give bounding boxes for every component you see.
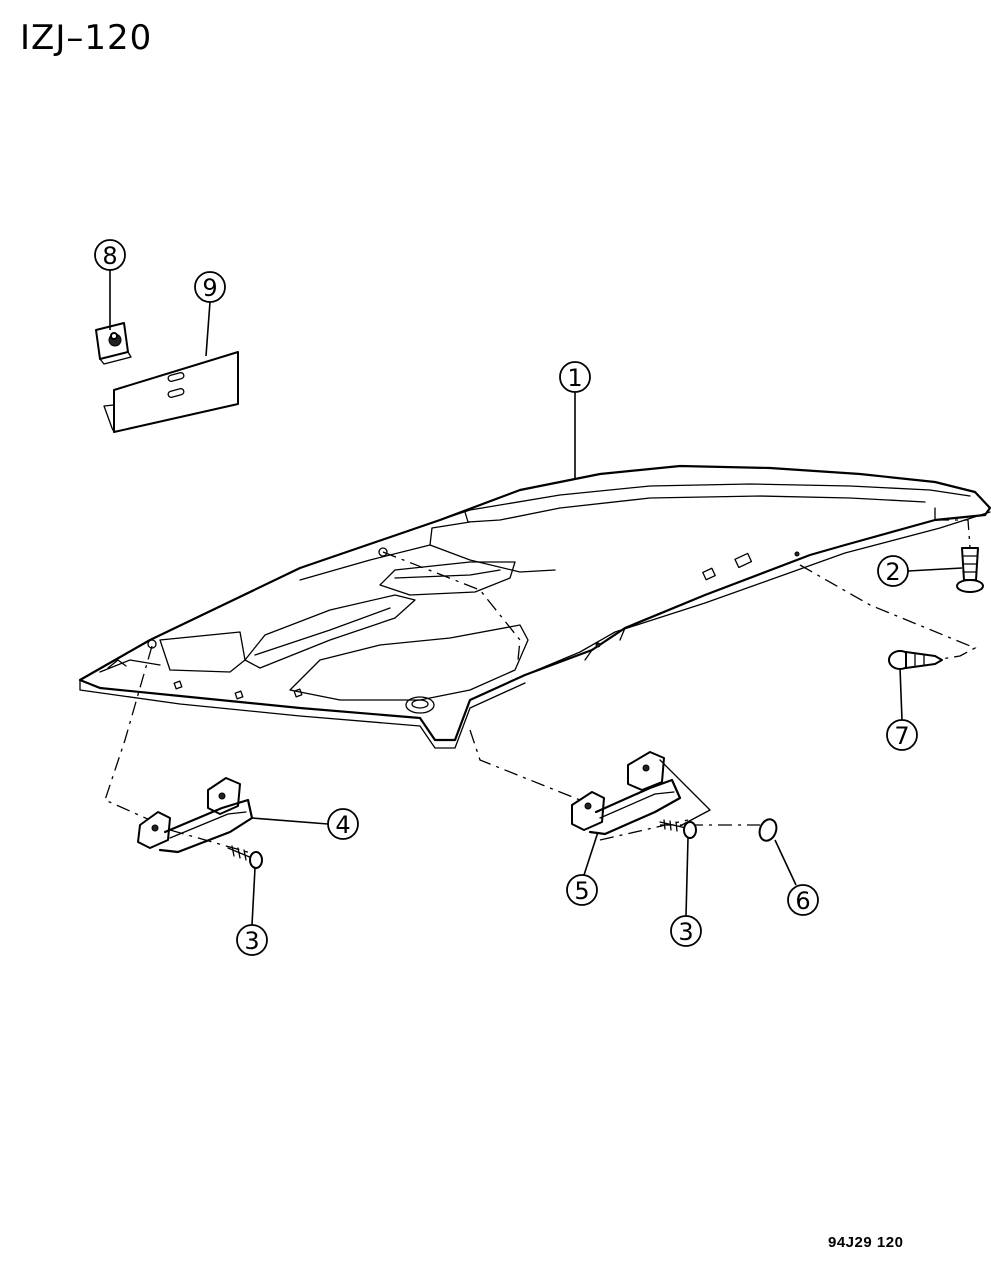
callout-3-right: 3 bbox=[670, 915, 702, 947]
callout-3-left: 3 bbox=[236, 924, 268, 956]
headliner-clip bbox=[888, 650, 943, 670]
grab-handle-left bbox=[137, 777, 254, 854]
svg-text:1: 1 bbox=[567, 364, 582, 392]
alignment-lines bbox=[104, 519, 977, 856]
svg-text:3: 3 bbox=[678, 918, 693, 946]
drawing-code: 94J29 120 bbox=[828, 1234, 904, 1251]
callout-9: 9 bbox=[194, 271, 226, 303]
leader-lines bbox=[109, 270, 963, 926]
svg-text:4: 4 bbox=[335, 811, 350, 839]
callout-2: 2 bbox=[877, 555, 909, 587]
svg-text:9: 9 bbox=[202, 274, 217, 302]
visor-clip bbox=[95, 322, 132, 365]
callout-4: 4 bbox=[327, 808, 359, 840]
callout-1: 1 bbox=[559, 361, 591, 393]
hole-plug bbox=[758, 818, 778, 842]
visor-bracket-plate bbox=[103, 351, 239, 433]
svg-text:5: 5 bbox=[574, 877, 589, 905]
callout-5: 5 bbox=[566, 874, 598, 906]
svg-text:3: 3 bbox=[244, 927, 259, 955]
svg-text:2: 2 bbox=[885, 558, 900, 586]
svg-text:7: 7 bbox=[894, 722, 909, 750]
push-pin-retainer bbox=[956, 547, 984, 593]
screw-left bbox=[227, 845, 263, 869]
callout-7: 7 bbox=[886, 719, 918, 751]
callout-6: 6 bbox=[787, 884, 819, 916]
svg-text:8: 8 bbox=[102, 242, 117, 270]
callout-8: 8 bbox=[94, 239, 126, 271]
grab-handle-right bbox=[571, 751, 711, 836]
headliner-panel bbox=[78, 464, 991, 749]
svg-text:6: 6 bbox=[795, 887, 810, 915]
diagram-code: IZJ–120 bbox=[20, 18, 153, 58]
screw-right bbox=[659, 819, 697, 839]
